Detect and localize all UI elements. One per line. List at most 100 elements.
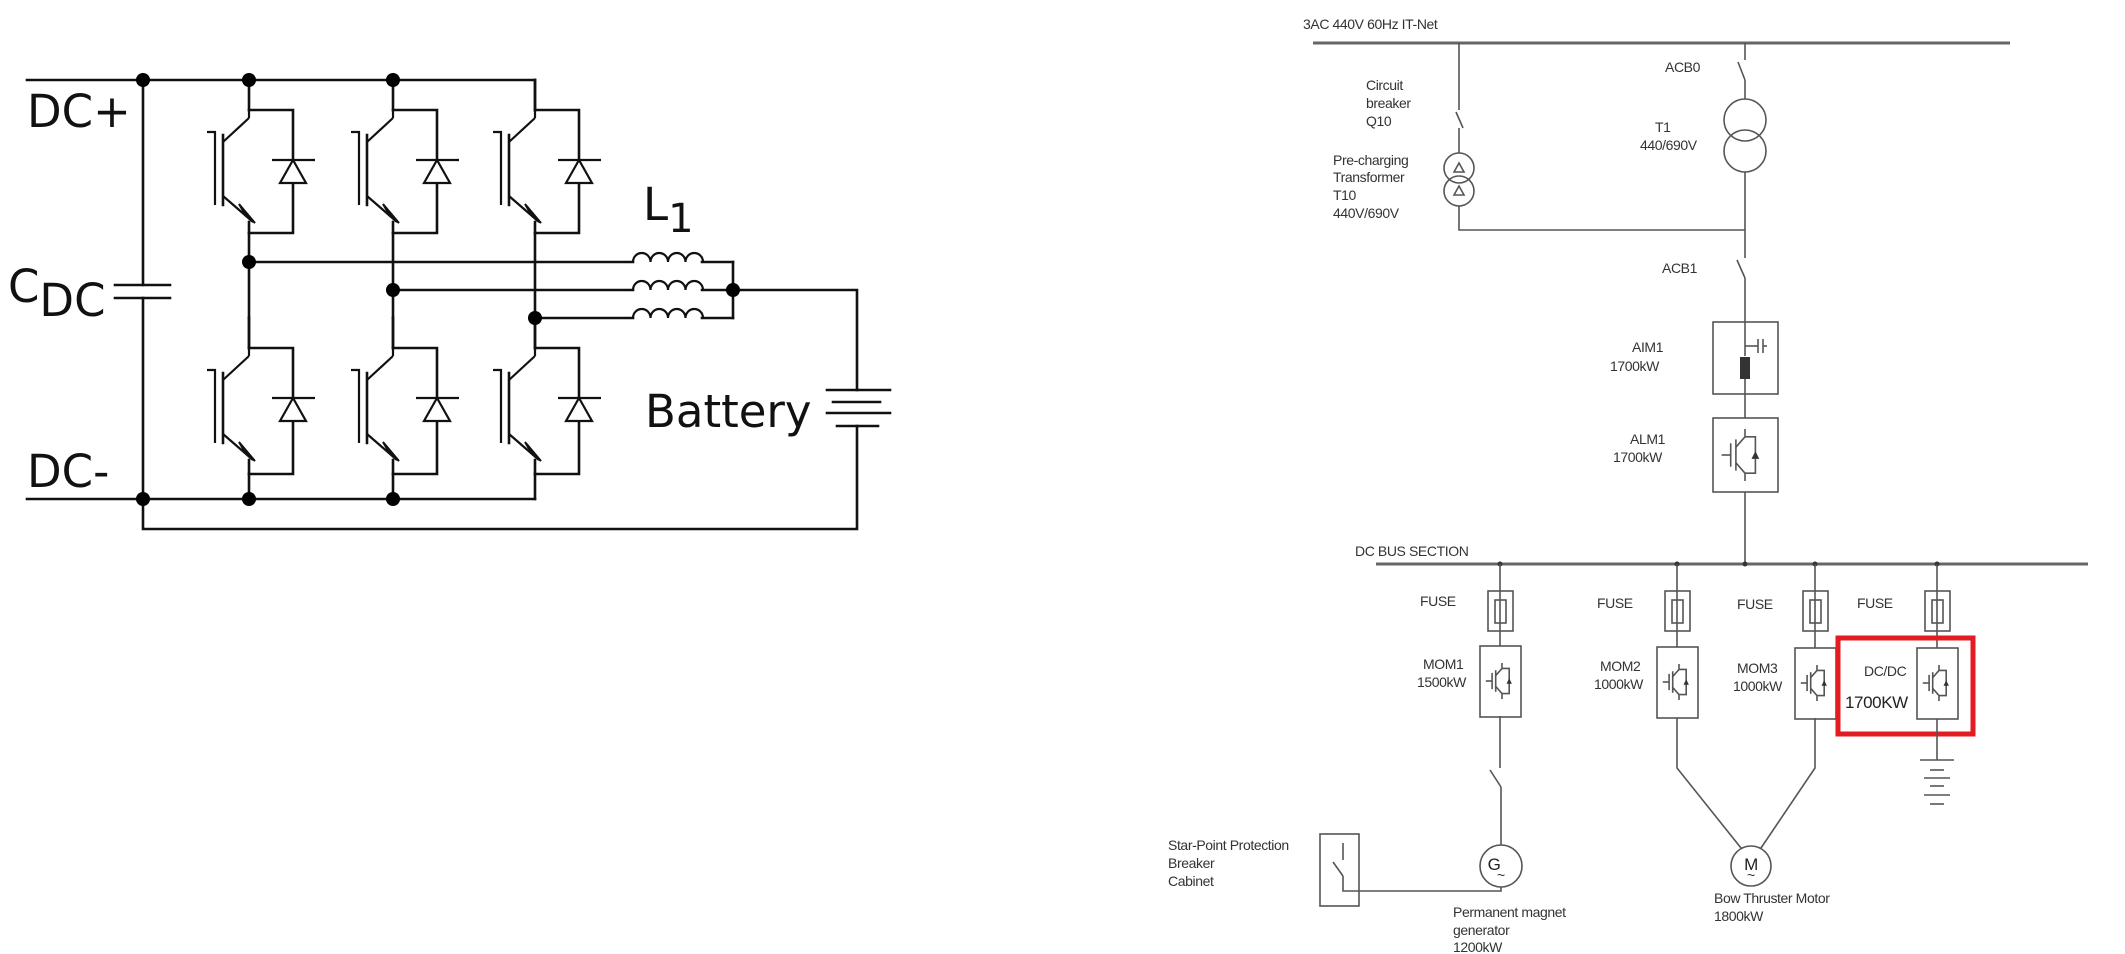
battery-label: Battery — [645, 385, 812, 438]
dc-bus-label: DC BUS SECTION — [1355, 543, 1468, 559]
emitter-arrow — [382, 441, 400, 462]
svg-text:~: ~ — [1747, 867, 1755, 883]
igbt-with-diode — [207, 78, 315, 235]
fuse-holder — [1664, 590, 1691, 632]
junction-node — [136, 73, 150, 87]
igbt-with-diode — [351, 316, 459, 476]
dc-branch — [1479, 561, 1522, 718]
inductor-label: L1 — [643, 178, 694, 242]
fuse-element — [1494, 599, 1507, 624]
fuse-element — [1809, 599, 1822, 624]
emitter-arrow — [524, 441, 542, 462]
igbt-with-diode — [493, 78, 601, 235]
generator-glyph: G — [1488, 855, 1501, 874]
fuse-label: FUSE — [1857, 595, 1893, 611]
motor-label: Bow Thruster Motor 1800kW — [1714, 890, 1833, 924]
gate — [493, 130, 503, 205]
collector-diagonal — [222, 117, 250, 143]
dcdc-highlight-box — [1835, 635, 1976, 737]
collector-diagonal — [508, 117, 536, 143]
converter-leg — [207, 78, 315, 501]
fuse-label: FUSE — [1737, 596, 1773, 612]
dc-plus-label: DC+ — [27, 85, 131, 138]
collector-diagonal — [366, 355, 394, 381]
diode-triangle — [564, 395, 594, 423]
acb0-label: ACB0 — [1665, 59, 1701, 75]
acb1-switch — [1736, 259, 1746, 279]
t1-winding-2 — [1723, 129, 1767, 173]
emitter-arrow — [238, 441, 256, 462]
converter-igbt-icon — [1922, 665, 1949, 701]
collector-diagonal — [508, 355, 536, 381]
inductor-coil — [631, 307, 705, 319]
motor-branch — [1676, 718, 1816, 887]
star-point-label: Star-Point Protection Breaker Cabinet — [1168, 837, 1292, 889]
converter-igbt-icon — [1485, 663, 1512, 699]
inductor-label-sub: 1 — [668, 196, 693, 242]
generator-label: Permanent magnet generator 1200kW — [1453, 904, 1569, 954]
collector-diagonal — [222, 355, 250, 381]
fuse-label: FUSE — [1420, 593, 1456, 609]
gate — [351, 130, 361, 205]
mom2-label: MOM2 1000kW — [1594, 658, 1644, 692]
inductors-l1 — [631, 251, 705, 319]
motor-symbol — [1730, 845, 1772, 887]
alm1-label: ALM1 1700kW — [1613, 431, 1668, 465]
gate — [207, 130, 217, 205]
svg-text:~: ~ — [1497, 867, 1505, 883]
fuse-holder — [1924, 590, 1951, 632]
junction-node — [726, 283, 740, 297]
capacitor-label-main: C — [8, 260, 39, 313]
converter-legs — [207, 78, 601, 501]
capacitor-label-sub: DC — [39, 274, 105, 327]
junction-node — [242, 255, 256, 269]
junction-node — [386, 492, 400, 506]
diode-triangle — [422, 395, 452, 423]
acb0-switch — [1737, 61, 1746, 81]
junction-node — [242, 73, 256, 87]
acb1-label: ACB1 — [1662, 260, 1698, 276]
right-single-line-diagram: 3AC 440V 60Hz IT-Net Circuit breaker Q10… — [1168, 16, 2088, 954]
emitter-arrow — [238, 203, 256, 224]
aim1-label: AIM1 1700kW — [1610, 339, 1667, 374]
motor-glyph: M — [1744, 855, 1758, 874]
t1-winding-1 — [1723, 98, 1767, 142]
fuse-holder — [1802, 590, 1829, 632]
dcdc-label: DC/DC — [1864, 663, 1907, 679]
gate — [351, 368, 361, 443]
t10-label: Pre-charging Transformer T10 440V/690V — [1333, 152, 1412, 221]
inductor-coil — [631, 279, 705, 291]
junction-node — [528, 311, 542, 325]
generator-branch — [1319, 716, 1523, 907]
emitter-arrow — [382, 203, 400, 224]
main-feed — [1712, 43, 1779, 564]
igbt-with-diode — [351, 78, 459, 235]
converter-igbt-icon — [1721, 429, 1760, 481]
q10-label: Circuit breaker Q10 — [1366, 77, 1414, 129]
dc-branch — [1794, 561, 1837, 720]
battery-symbol — [825, 388, 892, 428]
breaker-q10-symbol — [1455, 111, 1464, 129]
star-point-cabinet — [1319, 833, 1360, 907]
junction-node — [136, 492, 150, 506]
precharge-transformer-winding-1 — [1443, 152, 1475, 184]
dcdc-power-label: 1700KW — [1845, 693, 1908, 712]
precharge-branch — [1443, 43, 1745, 231]
junction-node — [242, 492, 256, 506]
fuse-element — [1671, 599, 1684, 624]
t1-label: T1 440/690V — [1640, 119, 1698, 153]
capacitor-label: CDC — [8, 260, 106, 327]
converter-leg — [493, 78, 601, 501]
emitter-arrow — [524, 203, 542, 224]
mom3-label: MOM3 1000kW — [1733, 660, 1783, 694]
ac-bus-label: 3AC 440V 60Hz IT-Net — [1303, 16, 1438, 32]
battery-return-wire — [141, 424, 859, 531]
generator-switch — [1489, 769, 1502, 788]
ground-symbol — [1920, 719, 1954, 805]
diode-triangle — [422, 157, 452, 185]
diode-triangle — [278, 157, 308, 185]
left-converter-schematic: DC+ DC- CDC L1 Battery — [8, 73, 892, 531]
inductor-label-main: L — [643, 178, 668, 231]
junction-node — [386, 283, 400, 297]
